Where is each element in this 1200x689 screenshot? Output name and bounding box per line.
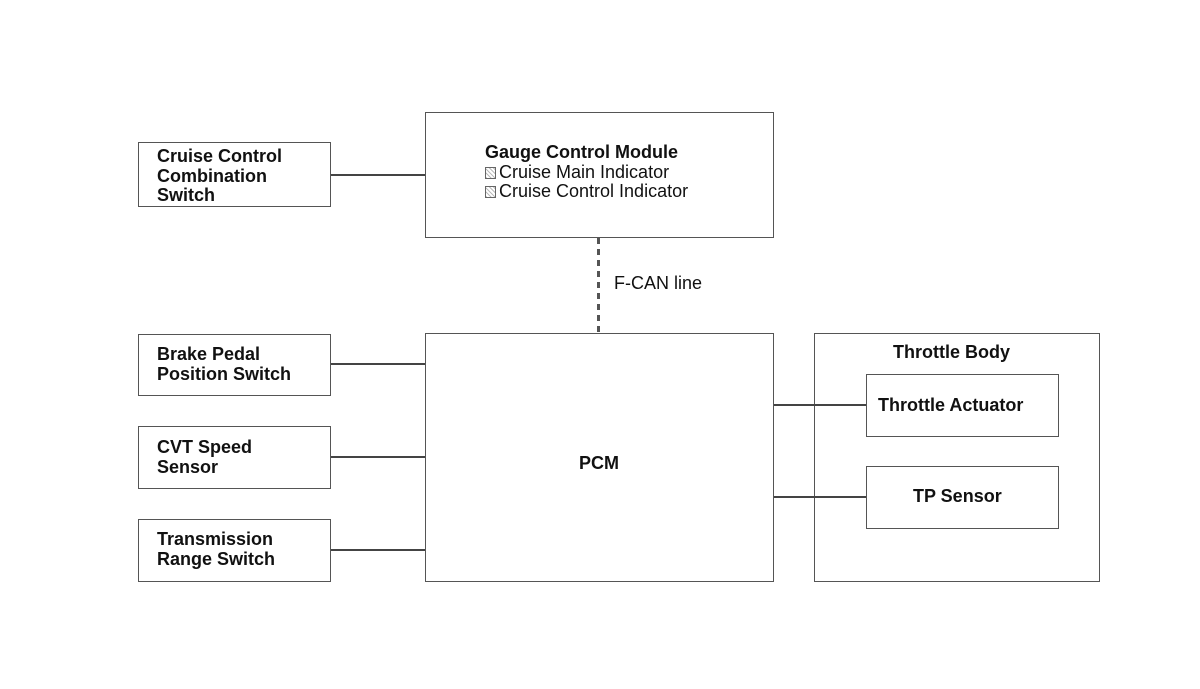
cruise-control-indicator-label: Cruise Control Indicator — [499, 181, 689, 201]
cvt-speed-sensor-box: CVT Speed Sensor — [138, 426, 331, 489]
connector-cvt-sensor-to-pcm — [331, 456, 425, 458]
pcm-box: PCM — [425, 333, 774, 582]
indicator-bullet-icon — [485, 186, 496, 198]
throttle-actuator-label: Throttle Actuator — [878, 395, 1024, 415]
tp-sensor-box: TP Sensor — [866, 466, 1059, 529]
cruise-main-indicator-label: Cruise Main Indicator — [499, 161, 670, 182]
cruise-main-indicator-item: Cruise Main Indicator — [485, 161, 688, 183]
connector-transmission-switch-to-pcm — [331, 549, 425, 551]
pcm-label: PCM — [579, 453, 619, 473]
transmission-range-switch-label: Transmission Range Switch — [157, 529, 276, 569]
indicator-bullet-icon — [485, 166, 496, 179]
throttle-actuator-box: Throttle Actuator — [866, 374, 1059, 437]
cruise-control-combination-switch-box: Cruise Control Combination Switch — [138, 142, 331, 207]
brake-pedal-position-switch-box: Brake Pedal Position Switch — [138, 334, 331, 396]
cruise-control-indicator-item: Cruise Control Indicator — [485, 181, 689, 202]
tp-sensor-label: TP Sensor — [913, 486, 1002, 506]
gauge-control-module-box: Gauge Control Module Cruise Main Indicat… — [425, 112, 774, 238]
f-can-line-label: F-CAN line — [614, 273, 703, 293]
gauge-control-module-content: Gauge Control Module Cruise Main Indicat… — [485, 142, 689, 202]
connector-pcm-to-throttle-actuator — [774, 404, 866, 406]
connector-cruise-switch-to-gauge — [331, 174, 425, 176]
gauge-control-module-title: Gauge Control Module — [485, 142, 678, 162]
throttle-body-title: Throttle Body — [893, 342, 1010, 362]
cruise-control-combination-switch-label: Cruise Control Combination Switch — [157, 146, 283, 205]
brake-pedal-position-switch-label: Brake Pedal Position Switch — [157, 344, 292, 384]
cvt-speed-sensor-label: CVT Speed Sensor — [157, 437, 253, 477]
connector-pcm-to-tp-sensor — [774, 496, 866, 498]
throttle-body-box: Throttle Body — [814, 333, 1100, 582]
connector-brake-switch-to-pcm — [331, 363, 425, 365]
transmission-range-switch-box: Transmission Range Switch — [138, 519, 331, 582]
f-can-line-connector — [597, 238, 600, 334]
